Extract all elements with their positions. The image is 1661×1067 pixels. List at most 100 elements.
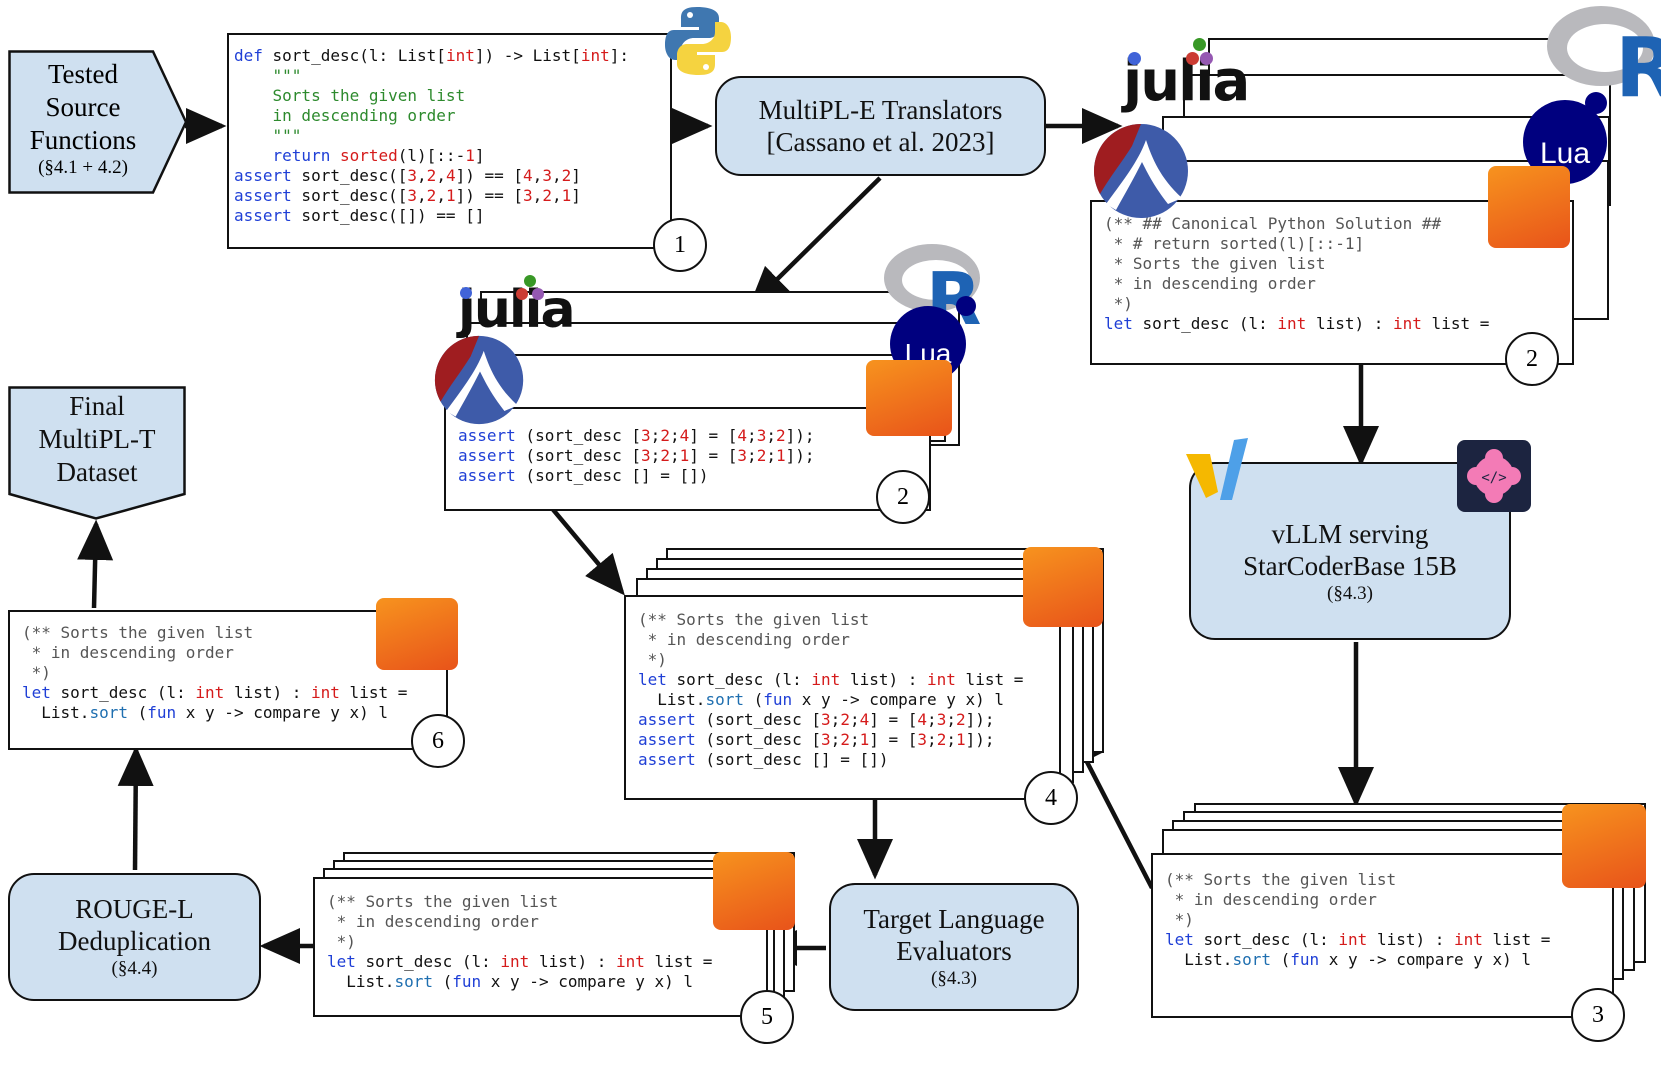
tested-ref: (§4.1 + 4.2) <box>38 157 128 178</box>
code-token: assert <box>638 710 696 729</box>
tested-title: Tested Source Functions <box>29 59 137 155</box>
code-token: assert <box>234 166 292 185</box>
code-token: (sort_desc [ <box>695 730 822 749</box>
code-token: sort_desc([ <box>291 186 408 205</box>
code-token: *) <box>638 650 667 669</box>
code-token: 4 <box>523 166 533 185</box>
julia-dot-red <box>1186 52 1199 65</box>
lua-moon-dot <box>1585 92 1607 114</box>
code-token: 1 <box>465 146 475 165</box>
multipl-e-translators: MultiPL-E Translators [Cassano et al. 20… <box>715 76 1046 176</box>
code-token: sort_desc (l: <box>1132 314 1278 333</box>
code-token: * # return sorted(l)[::-1] <box>1104 234 1365 253</box>
code-token: (sort_desc [ <box>695 710 822 729</box>
code-token: sort_desc (l: <box>50 683 196 702</box>
code-token: 2 <box>426 166 437 185</box>
code-token: * Sorts the given list <box>1104 254 1326 273</box>
code-token: , <box>417 166 427 185</box>
code-token: (** Sorts the given list <box>638 610 870 629</box>
code-token: fun <box>763 690 793 709</box>
arrow-tests-to-combined <box>543 498 625 596</box>
julia2-dot-purple <box>532 288 544 300</box>
code-token: 3 <box>737 446 748 465</box>
code-token: ; <box>747 446 757 465</box>
code-token: list) : <box>1306 314 1394 333</box>
code-token: assert <box>234 206 292 225</box>
ocaml-camel-icon-2 <box>866 360 952 436</box>
code-token: int <box>1454 930 1483 949</box>
ocaml-tests-code: assert (sort_desc [3;2;4] = [4;3;2]); as… <box>458 426 815 486</box>
code-token: 3 <box>407 186 418 205</box>
code-token: x y -> compare y x) l <box>792 690 1005 709</box>
code-token: 2 <box>775 426 786 445</box>
translators-title: MultiPL-E Translators [Cassano et al. 20… <box>758 95 1003 157</box>
target-language-evaluators: Target Language Evaluators (§4.3) <box>829 883 1079 1011</box>
code-token: sort_desc(l: List[ <box>262 46 446 65</box>
arrow-rouge-to-final-solution <box>117 745 154 871</box>
code-token: ; <box>849 730 860 749</box>
code-token: int <box>1338 930 1368 949</box>
vllm-logo-icon <box>1186 438 1248 500</box>
vllm-ref: (§4.3) <box>1327 583 1373 604</box>
code-token: sort_desc([]) == [] <box>291 206 485 225</box>
code-token: let <box>1104 314 1133 333</box>
code-token: list = <box>955 670 1024 689</box>
code-token: sort <box>394 972 433 991</box>
generated-card <box>1151 853 1614 1018</box>
code-token: 3 <box>821 730 831 749</box>
ocaml-camel-icon-6 <box>376 598 458 670</box>
code-token: (** Sorts the given list <box>327 892 559 911</box>
rouge-title: ROUGE-L Deduplication <box>58 894 211 956</box>
code-token: ( <box>743 690 764 709</box>
code-token: 4 <box>445 166 456 185</box>
code-token: int <box>1393 314 1422 333</box>
rouge-l-deduplication: ROUGE-L Deduplication (§4.4) <box>8 873 261 1001</box>
code-token: , <box>532 186 543 205</box>
code-token: , <box>551 186 562 205</box>
r-letter: R <box>1615 21 1661 104</box>
code-token: 4 <box>679 426 690 445</box>
code-token: 3 <box>917 730 928 749</box>
code-token: 3 <box>407 166 418 185</box>
code-token: assert <box>638 730 696 749</box>
evaluators-ref: (§4.3) <box>931 968 977 989</box>
code-token: 1 <box>955 730 966 749</box>
code-token: ; <box>747 426 757 445</box>
final-multipl-t-dataset: Final MultiPL-T Dataset <box>8 390 186 489</box>
code-token: list) : <box>1367 930 1455 949</box>
code-token: ( <box>432 972 453 991</box>
code-token: list = <box>644 952 713 971</box>
code-token: 1 <box>445 186 456 205</box>
step-4-badge: 4 <box>1024 771 1078 825</box>
code-token: ( <box>1270 950 1291 969</box>
code-token: , <box>436 186 446 205</box>
starcoder-logo-icon: </> <box>1457 440 1531 512</box>
tested-source-functions: Tested Source Functions (§4.1 + 4.2) <box>8 58 158 179</box>
code-token: (** Sorts the given list <box>22 623 254 642</box>
step-2-badge-prompts: 2 <box>1505 332 1559 386</box>
code-token: ]); <box>785 446 815 465</box>
code-token: sort <box>705 690 744 709</box>
code-token: ; <box>927 730 937 749</box>
julia-dot-green <box>1193 38 1206 51</box>
code-token: sort <box>1232 950 1271 969</box>
tests-card-ocaml <box>444 407 931 511</box>
code-token: ; <box>946 710 956 729</box>
code-token: def <box>234 46 263 65</box>
code-token: int <box>445 46 475 65</box>
code-token: 2 <box>660 446 670 465</box>
code-token: assert <box>638 750 696 769</box>
tested-shape <box>8 50 188 194</box>
code-token: ] = [ <box>689 446 738 465</box>
code-token: let <box>638 670 667 689</box>
code-token: , <box>532 166 543 185</box>
code-token: int <box>927 670 956 689</box>
code-token: ]: <box>609 46 629 65</box>
code-token: , <box>436 166 446 185</box>
code-token: 2 <box>955 710 966 729</box>
code-token: ; <box>650 426 661 445</box>
code-token: fun <box>452 972 482 991</box>
code-token: Sorts the given list <box>234 86 466 105</box>
final-solution-code: (** Sorts the given list * in descending… <box>22 623 407 723</box>
code-token: ; <box>669 446 680 465</box>
